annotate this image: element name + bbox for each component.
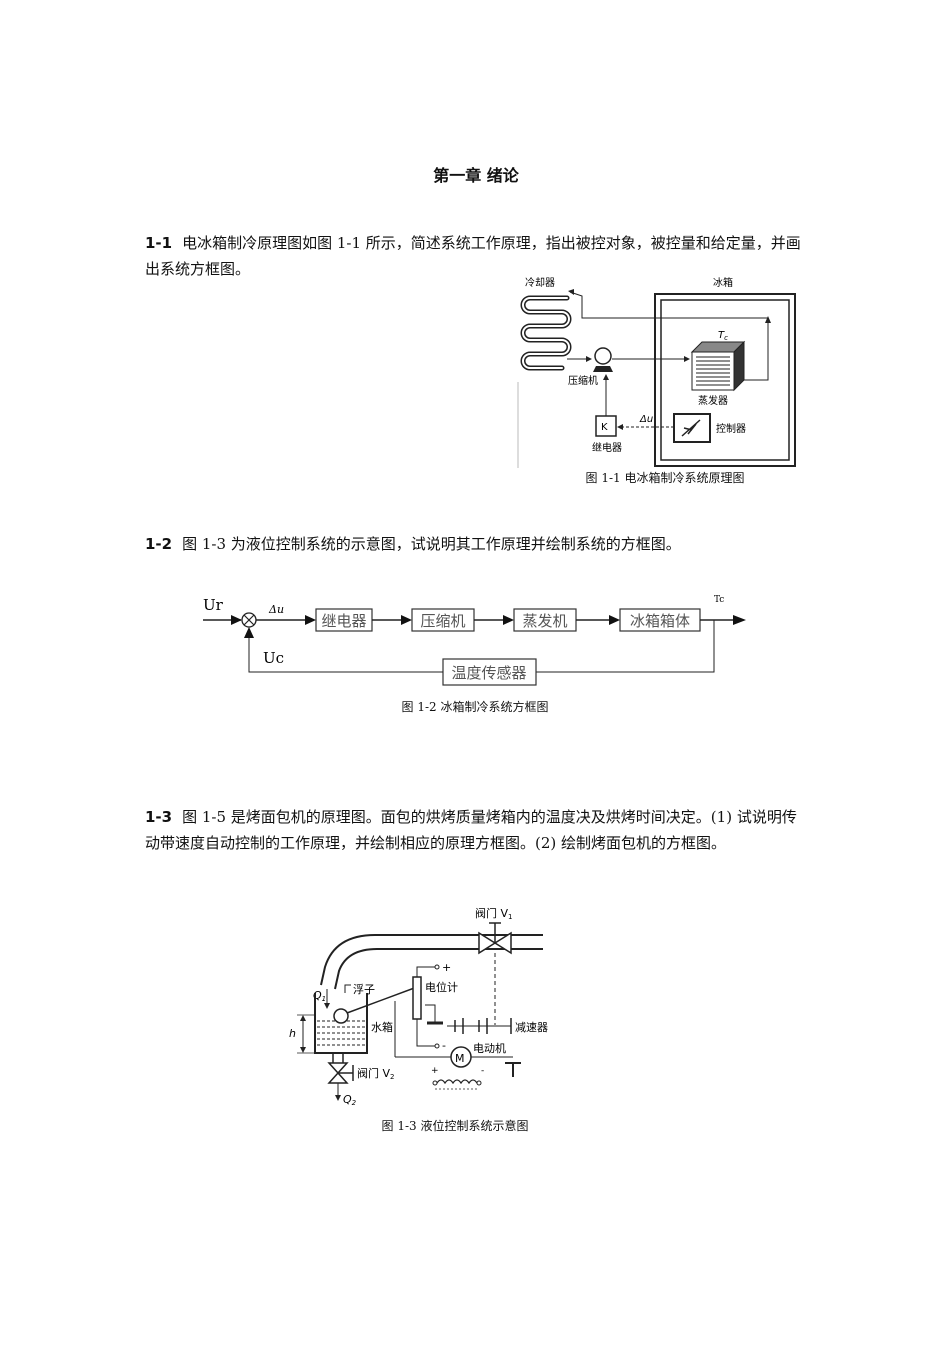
valve1-label: 阀门 V1 [475, 906, 513, 921]
float-label: 浮子 [353, 983, 375, 996]
potentiometer-label: 电位计 [425, 980, 458, 994]
evaporator-symbol [690, 340, 746, 392]
problem-number: 1-2 [145, 535, 173, 553]
figure-1-3: 阀门 V1 Q1 水箱 浮子 电位计 [289, 906, 548, 1107]
plus-label: + [442, 961, 451, 974]
tank-label: 水箱 [371, 1020, 393, 1034]
m-label: M [455, 1052, 465, 1065]
motor-minus-label: - [481, 1066, 484, 1076]
block-relay-label: 继电器 [321, 612, 366, 630]
tc-label: Tc [718, 330, 728, 342]
cooler-coil [520, 295, 572, 371]
evaporator-label: 蒸发器 [698, 394, 728, 407]
problem-text: 电冰箱制冷原理图如图 1-1 所示，简述系统工作原理，指出被控对象，被控量和给定… [145, 234, 801, 278]
minus-label: - [442, 1039, 446, 1052]
problem-number: 1-3 [145, 808, 173, 826]
delta-u-label: Δu [639, 414, 653, 425]
valve2-symbol [327, 1062, 354, 1084]
q1-label: Q1 [313, 989, 326, 1003]
q2-label: Q2 [343, 1093, 357, 1107]
problem-text: 图 1-5 是烤面包机的原理图。面包的烘烤质量烤箱内的温度决及烘烤时间决定。(1… [145, 808, 797, 852]
valve2-label: 阀门 V2 [357, 1066, 395, 1081]
problem-text: 图 1-3 为液位控制系统的示意图，试说明其工作原理并绘制系统的方框图。 [182, 535, 681, 553]
problem-1-2: 1-2 图 1-3 为液位控制系统的示意图，试说明其工作原理并绘制系统的方框图。 [145, 531, 810, 557]
chapter-title: 第一章 绪论 [433, 166, 519, 185]
tc-label: Tc [714, 595, 724, 605]
block-evaporator-label: 蒸发机 [522, 612, 567, 630]
compressor-symbol [594, 347, 612, 365]
potentiometer-symbol [412, 976, 422, 1020]
delta-u-label: Δu [268, 603, 284, 616]
uc-label: Uc [263, 649, 284, 667]
figure-1-2: Ur Δu 继电器 压缩机 蒸发机 冰箱箱体 Tc 温度传感器 Uc [203, 595, 746, 686]
reducer-label: 减速器 [515, 1021, 548, 1034]
block-fridge-body-label: 冰箱箱体 [630, 612, 690, 630]
inlet-pipe [320, 934, 543, 986]
ur-label: Ur [203, 596, 224, 614]
relay-label: 继电器 [592, 441, 622, 454]
problem-number: 1-1 [145, 234, 173, 252]
cooler-label: 冷却器 [525, 276, 555, 289]
k-label: K [601, 422, 608, 433]
figure-1-1-caption: 图 1-1 电冰箱制冷系统原理图 [585, 471, 745, 485]
block-compressor-label: 压缩机 [420, 612, 465, 630]
fridge-box [654, 293, 796, 467]
figure-1-2-caption: 图 1-2 冰箱制冷系统方框图 [401, 700, 549, 714]
figure-1-1: 冷却器 压缩机 冰箱 Tc 蒸发器 [517, 276, 796, 468]
figure-1-3-caption: 图 1-3 液位控制系统示意图 [381, 1119, 529, 1133]
valve1-symbol [478, 922, 512, 955]
float-symbol [333, 1008, 349, 1024]
motor-plus-label: + [431, 1066, 439, 1076]
fridge-label: 冰箱 [713, 276, 733, 289]
controller-label: 控制器 [716, 422, 746, 435]
block-temperature-sensor [442, 658, 537, 686]
water-tank [314, 993, 368, 1054]
h-label: h [289, 1027, 296, 1040]
block-temperature-sensor-label: 温度传感器 [451, 664, 526, 682]
compressor-label: 压缩机 [568, 374, 598, 387]
motor-label: 电动机 [473, 1041, 506, 1055]
